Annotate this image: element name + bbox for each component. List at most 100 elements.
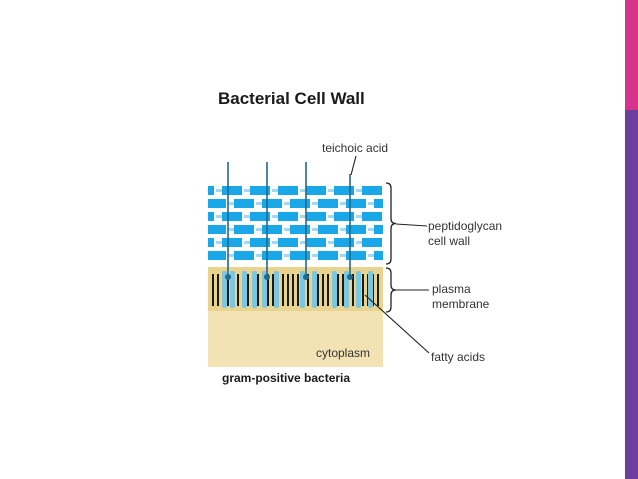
peptidoglycan-block (290, 225, 310, 234)
fatty-acids-label: fatty acids (431, 350, 486, 364)
leader-lines (350, 155, 430, 354)
peptide-crosslink (340, 202, 346, 205)
fatty-acid-tail (212, 274, 214, 306)
peptidoglycan-block (306, 186, 326, 195)
diagram-title: Bacterial Cell Wall (218, 89, 365, 108)
peptidoglycan-block (290, 199, 310, 208)
peptide-crosslink (300, 241, 306, 244)
peptidoglycan-block (222, 238, 242, 247)
peptidoglycan-block (208, 225, 226, 234)
peptidoglycan-block (208, 212, 214, 221)
peptidoglycan-block (234, 251, 254, 260)
peptidoglycan-block (262, 251, 282, 260)
peptidoglycan-block (318, 251, 338, 260)
peptidoglycan-block (208, 238, 214, 247)
fatty-acid-tail (322, 274, 324, 306)
teichoic-acid-anchor (347, 274, 353, 280)
peptidoglycan-block (362, 212, 382, 221)
peptide-crosslink (300, 215, 306, 218)
peptidoglycan-block (334, 212, 354, 221)
peptidoglycan-block (346, 199, 366, 208)
peptidoglycan-block (318, 225, 338, 234)
peptide-crosslink (312, 254, 318, 257)
peptidoglycan-block (250, 186, 270, 195)
diagram-caption: gram-positive bacteria (222, 371, 351, 385)
peptide-crosslink (356, 215, 362, 218)
teichoic-acid-label: teichoic acid (322, 141, 389, 155)
peptidoglycan-block (278, 212, 298, 221)
fatty-acid-tail (247, 274, 249, 306)
membrane-protein (252, 271, 257, 308)
peptide-crosslink (340, 254, 346, 257)
peptide-crosslink (228, 202, 234, 205)
peptide-crosslink (228, 254, 234, 257)
peptide-crosslink (328, 215, 334, 218)
fatty-acid-tail (227, 274, 229, 306)
accent-bar-top (625, 0, 638, 110)
membrane-protein (300, 271, 305, 308)
peptidoglycan-block (290, 251, 310, 260)
peptidoglycan-block (306, 238, 326, 247)
peptide-crosslink (300, 189, 306, 192)
peptide-crosslink (256, 202, 262, 205)
peptide-crosslink (284, 254, 290, 257)
membrane-protein (222, 271, 227, 308)
membrane-protein (356, 271, 361, 308)
peptide-crosslink (244, 189, 250, 192)
teichoic-acid-anchor (264, 274, 270, 280)
fatty-acid-tail (352, 274, 354, 306)
peptide-crosslink (228, 228, 234, 231)
peptide-crosslink (356, 189, 362, 192)
peptide-crosslink (328, 241, 334, 244)
fatty-acid-tail (337, 274, 339, 306)
fatty-acid-tail (307, 274, 309, 306)
peptidoglycan-block (318, 199, 338, 208)
peptidoglycan-block (278, 238, 298, 247)
peptidoglycan-block (374, 225, 383, 234)
peptide-crosslink (368, 254, 374, 257)
peptidoglycan-block (346, 251, 366, 260)
peptidoglycan-block (334, 186, 354, 195)
cytoplasm-label: cytoplasm (316, 346, 371, 360)
plasma-label-line1: plasma (432, 282, 471, 296)
peptidoglycan-label: peptidoglycan cell wall (428, 219, 502, 249)
peptidoglycan-block (374, 251, 383, 260)
peptidoglycan-bracket (385, 182, 397, 265)
peptide-crosslink (244, 241, 250, 244)
peptide-crosslink (216, 189, 222, 192)
membrane-protein (262, 271, 267, 308)
peptide-crosslink (340, 228, 346, 231)
peptidoglycan-block (362, 238, 382, 247)
peptidoglycan-block (334, 238, 354, 247)
peptidoglycan-block (222, 186, 242, 195)
peptidoglycan-block (208, 186, 214, 195)
membrane-protein (344, 271, 349, 308)
fatty-acid-tail (217, 274, 219, 306)
layer-brackets (385, 182, 397, 313)
peptidoglycan-label-line1: peptidoglycan (428, 219, 503, 233)
teichoic-acid-leader (350, 155, 357, 176)
plasma-membrane-label: plasma membrane (432, 282, 489, 312)
peptidoglycan-block (222, 212, 242, 221)
peptide-crosslink (272, 215, 278, 218)
peptide-crosslink (328, 189, 334, 192)
fatty-acid-tail (377, 274, 379, 306)
teichoic-acid-anchor (303, 274, 309, 280)
peptide-crosslink (256, 228, 262, 231)
fatty-acid-tail (327, 274, 329, 306)
fatty-acid-tail (287, 274, 289, 306)
membrane-protein (312, 271, 317, 308)
membrane-protein (274, 271, 279, 308)
membrane-protein (242, 271, 247, 308)
peptidoglycan-block (374, 199, 383, 208)
peptidoglycan-leader (395, 223, 428, 227)
peptidoglycan-block (234, 225, 254, 234)
peptide-crosslink (272, 189, 278, 192)
peptidoglycan-label-line2: cell wall (428, 234, 471, 248)
peptidoglycan-block (262, 225, 282, 234)
peptide-crosslink (368, 202, 374, 205)
peptidoglycan-block (208, 199, 226, 208)
plasma-label-line2: membrane (432, 297, 490, 311)
peptide-crosslink (256, 254, 262, 257)
